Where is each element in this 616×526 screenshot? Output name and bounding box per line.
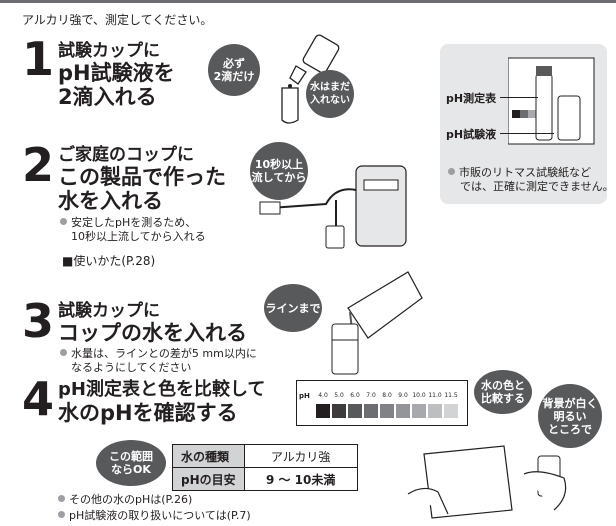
bubble-compare-color: 水の色と 比較する	[474, 370, 532, 414]
step-3-line1: 試験カップに	[58, 301, 160, 321]
water-unit-illustration	[259, 165, 407, 249]
leader-line-liquid	[500, 133, 554, 134]
ph-color-strip	[315, 403, 459, 421]
bubble-ok-range: この範囲 ならOK	[96, 440, 166, 486]
hose	[269, 188, 357, 209]
bubble-ok-line2: ならOK	[111, 463, 151, 476]
ph-value-label: 8.0	[382, 392, 392, 399]
step-4-line2: 水のpHを確認する	[58, 401, 238, 425]
bubble-ok-line1: この範囲	[109, 450, 153, 463]
ph-color-swatch	[379, 403, 395, 419]
step-2-note1: 安定したpHを測るため、	[60, 216, 196, 230]
footer-ref-1: その他の水のpHは(P.26)	[58, 493, 192, 507]
bullet-icon	[60, 218, 67, 225]
step-4-line1: pH測定表と色を比較して	[58, 379, 266, 400]
label-ph-liquid: pH試験液	[446, 128, 497, 141]
panel-note-line1: 市販のリトマス試験紙など	[448, 166, 591, 180]
ph-chart-and-cup-illustration	[508, 57, 595, 145]
bubble-no-water-line2: 入れない	[310, 95, 350, 106]
step-2-line2: この製品で作った	[58, 165, 226, 189]
step-2-line1: ご家庭のコップに	[58, 145, 194, 165]
step-3-note2: なるようにしてください	[71, 361, 192, 374]
ph-color-swatch	[315, 403, 331, 419]
bubble-bright-line1: 背景が白く	[542, 396, 598, 410]
intro-text: アルカリ強で、測定してください。	[22, 13, 213, 27]
top-rule	[0, 0, 616, 3]
test-cup	[331, 323, 359, 375]
pouring-cup-illustration	[331, 271, 423, 375]
pouring-glass	[347, 271, 423, 339]
ph-color-swatch	[411, 403, 427, 419]
glass	[325, 225, 345, 249]
bubble-two-drops-line2: 2滴だけ	[213, 70, 255, 83]
ph-color-swatch	[363, 403, 379, 419]
step-4-number: 4	[22, 372, 55, 426]
bullet-icon	[58, 495, 65, 502]
drop-icon	[288, 84, 292, 88]
ph-value-label: 9.0	[398, 392, 408, 399]
bubble-flow-line1: 10秒以上	[254, 158, 304, 171]
bubble-bright-place: 背景が白く 明るい ところで	[538, 384, 602, 448]
table-cell-water-type-label: 水の種類	[172, 444, 245, 468]
step-3-note1: 水量は、ラインとの差が5 mm以内に	[60, 347, 257, 361]
ph-color-swatch	[331, 403, 347, 419]
bubble-flow-10s: 10秒以上 流してから	[250, 142, 308, 200]
step-1-number: 1	[22, 32, 55, 86]
table-cell-ph-guide-label: pHの目安	[172, 467, 245, 491]
footer-ref-2: pH試験液の取り扱いについては(P.7)	[58, 509, 251, 523]
hands-holding-chart-illustration	[407, 445, 567, 519]
bubble-no-water-line1: 水はまだ	[310, 82, 350, 93]
ph-value-label: 11.5	[444, 392, 458, 399]
faucet	[259, 201, 281, 215]
bubble-two-drops: 必ず 2滴だけ	[208, 44, 260, 96]
ph-value-label: 6.0	[350, 392, 360, 399]
label-ph-chart: pH測定表	[446, 92, 497, 105]
ph-color-swatch	[427, 403, 443, 419]
bullet-icon	[58, 511, 65, 518]
bubble-to-line: ラインまで	[264, 284, 322, 332]
bubble-compare-line2: 比較する	[481, 392, 525, 405]
right-hand	[523, 471, 567, 511]
bubble-flow-line2: 流してから	[251, 171, 307, 184]
ph-color-swatch	[347, 403, 363, 419]
step-3-line2: コップの水を入れる	[58, 321, 247, 345]
table-row: 水の種類 アルカリ強	[172, 444, 358, 468]
panel-note-line2: では、正確に測定できません。	[460, 180, 614, 193]
ph-color-swatch	[443, 403, 459, 419]
ph-color-swatch	[395, 403, 411, 419]
step-1-line1: 試験カップに	[58, 41, 160, 61]
ph-value-label: 10.0	[412, 392, 426, 399]
dropper-bottle-illustration	[281, 34, 340, 124]
leader-line-chart	[500, 97, 538, 98]
ph-value-label: 5.0	[334, 392, 344, 399]
ph-value-label: 4.0	[318, 392, 328, 399]
step-1-line2: pH試験液を	[58, 61, 175, 85]
step-2-line3: 水を入れる	[58, 189, 163, 213]
table-cell-water-type-value: アルカリ強	[243, 444, 358, 468]
bubble-two-drops-line1: 必ず	[223, 57, 245, 70]
table-cell-ph-guide-value: 9 ～ 10未満	[243, 467, 358, 491]
ph-chart-label: pH	[299, 392, 310, 400]
step-2-number: 2	[22, 138, 55, 192]
bullet-icon	[60, 349, 67, 356]
step-1-line3: 2滴入れる	[58, 85, 157, 109]
step-2-usage-link[interactable]: ■使いかた(P.28)	[62, 254, 156, 268]
bullet-icon	[448, 168, 455, 175]
table-row: pHの目安 9 ～ 10未満	[172, 467, 358, 491]
bubble-bright-line2: 明るい	[553, 409, 587, 423]
left-hand	[407, 487, 449, 515]
ionizer-unit	[355, 165, 407, 247]
bubble-bright-line3: ところで	[548, 422, 592, 436]
bubble-no-water: 水はまだ 入れない	[306, 70, 354, 118]
step-2-note2: 10秒以上流してから入れる	[71, 230, 206, 243]
ph-value-label: 7.0	[366, 392, 376, 399]
bubble-compare-line1: 水の色と	[481, 379, 525, 392]
ph-value-label: 11.0	[428, 392, 442, 399]
step-3-number: 3	[22, 294, 55, 348]
guide-table: 水の種類 アルカリ強 pHの目安 9 ～ 10未満	[172, 444, 358, 491]
